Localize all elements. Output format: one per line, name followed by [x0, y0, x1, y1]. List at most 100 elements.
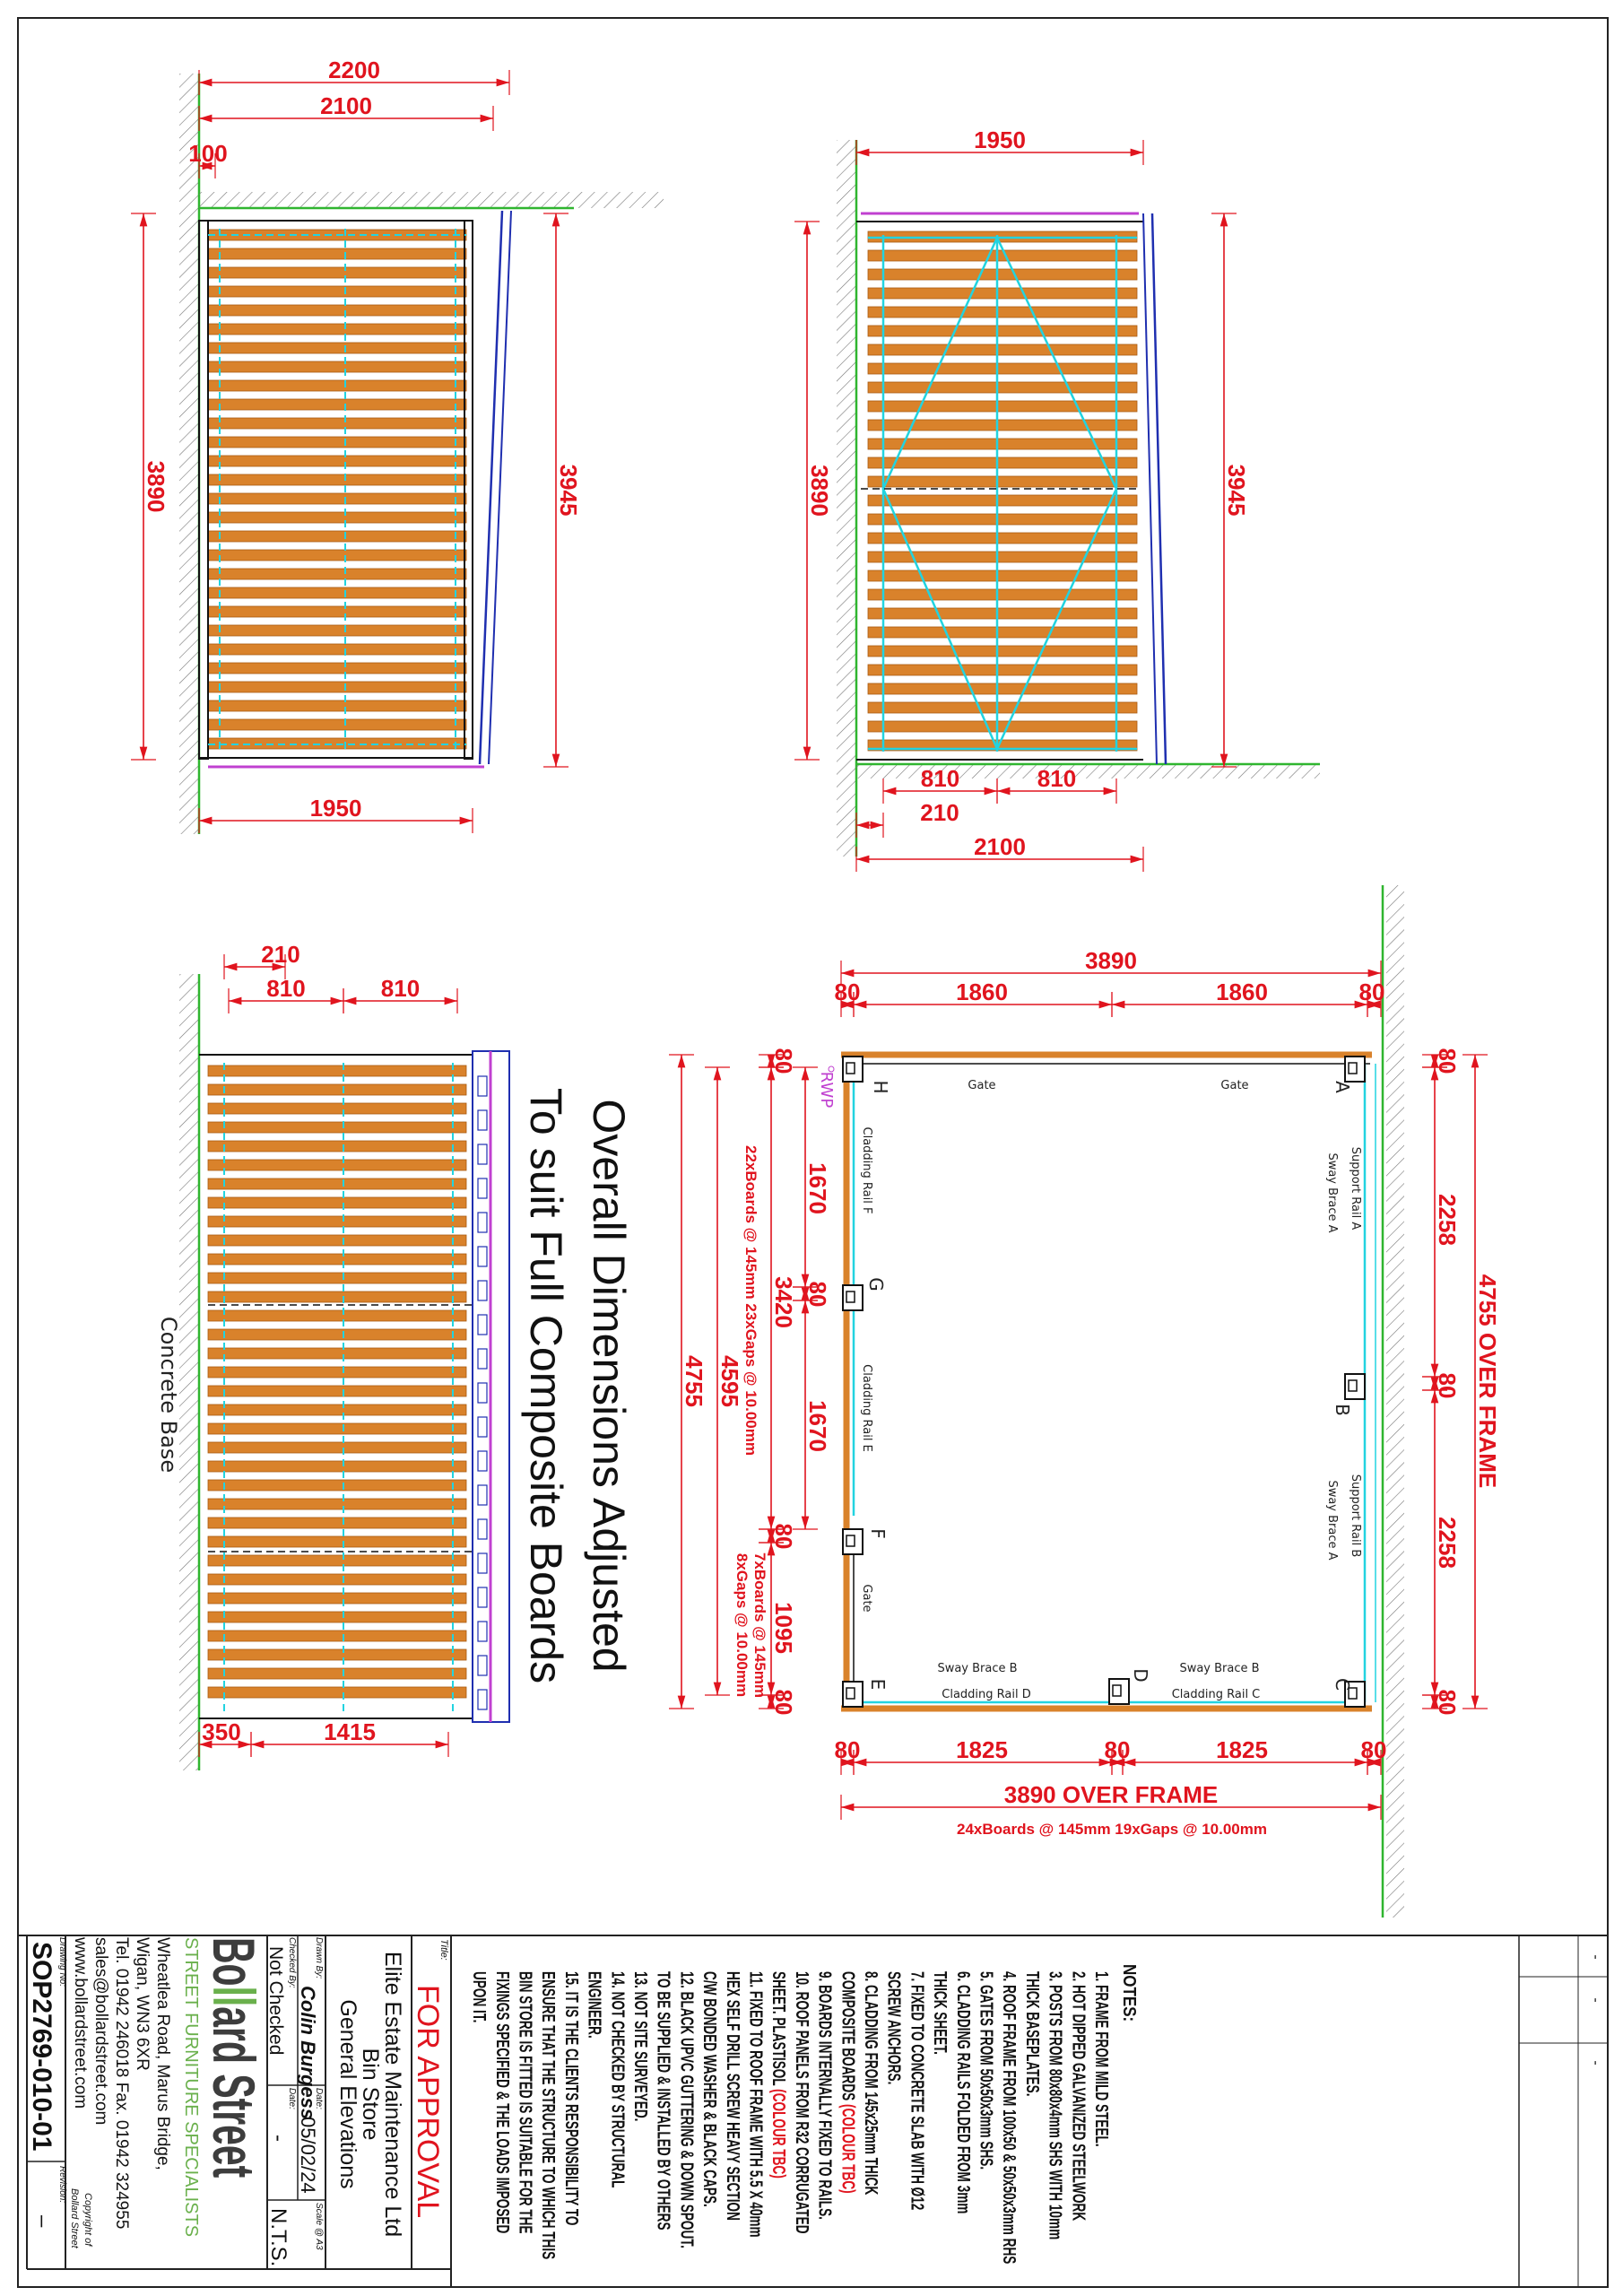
note-line: 6. CLADDING RAILS FOLDED FROM 3mm	[953, 1971, 973, 2213]
boards-note-gate: 7xBoards @ 145mm	[751, 1552, 768, 1698]
roof-sheet	[1142, 213, 1158, 765]
drawing-title: General Elevations	[335, 1999, 360, 2188]
dim-80-label: 80	[1434, 1373, 1461, 1399]
title-label: Title:	[438, 1939, 449, 1961]
drawing-no-label: Drawing No:	[57, 1937, 67, 1987]
revision-entry: -	[1588, 2060, 1603, 2065]
roof-sheet	[488, 210, 512, 765]
cladding-board	[867, 720, 1138, 733]
roof-bracket	[477, 1280, 488, 1301]
cladding-board	[867, 607, 1138, 620]
dim-1950-label: 1950	[974, 126, 1026, 153]
company-address-line: Tel. 01942 246018 Fax. 01942 324955	[112, 1937, 131, 2229]
cladding-board	[207, 1573, 467, 1586]
boards-note-left: 22xBoards @ 145mm 23xGaps @ 10.00mm	[742, 1145, 759, 1456]
cladding-board	[867, 344, 1138, 356]
dim-1095-label: 1095	[770, 1602, 797, 1654]
note-text: 4. ROOF FRAME FROM 100x50 & 50x50x3mm RH…	[1000, 1971, 1020, 2264]
cladding-board	[867, 362, 1138, 375]
note-line: ENGINEER.	[585, 1971, 604, 2039]
cladding-board	[207, 1065, 467, 1077]
wall-hatch	[837, 140, 856, 857]
note-text: TO BE SUPPLIED & INSTALLED BY OTHERS	[654, 1971, 673, 2231]
notes-heading: NOTES:	[1120, 1964, 1141, 2022]
dim-3945-label: 3945	[1223, 465, 1250, 517]
roof-bracket	[477, 1416, 488, 1438]
wall-hatch	[179, 74, 199, 834]
note-line: BIN STORE IS FITTED IS SUITABLE FOR THE	[516, 1971, 535, 2234]
scale-label: Scale @ A3	[314, 2203, 324, 2250]
dim-80-label: 80	[1105, 1736, 1131, 1763]
cladding-board	[207, 1630, 467, 1642]
cladding-board	[207, 549, 467, 561]
cladding-board	[867, 268, 1138, 281]
note-text: 9. BOARDS INTERNALLY FIXED TO RAILS.	[815, 1971, 835, 2220]
roof-bracket	[477, 1109, 488, 1131]
roof-bracket	[477, 1075, 488, 1097]
wall-hatch	[1386, 885, 1404, 1918]
dim-80-label: 80	[1434, 1690, 1461, 1716]
post-e-plate	[846, 1687, 855, 1700]
roof-bracket	[477, 1246, 488, 1267]
cladding-board	[207, 1592, 467, 1605]
post-letter-f: F	[867, 1528, 889, 1539]
cladding-board	[207, 1159, 467, 1171]
cladding-board	[207, 361, 467, 373]
copyright-label: Copyright of	[82, 2193, 93, 2247]
cladding-board	[867, 306, 1138, 318]
dim-80-label: 80	[1359, 978, 1385, 1005]
note-line: FIXINGS SPECIFIED & THE LOADS IMPOSED	[492, 1971, 512, 2233]
gate-label: Gate	[968, 1079, 995, 1092]
cladding-rail-e-label: Cladding Rail E	[860, 1364, 873, 1452]
cladding-board	[207, 624, 467, 637]
note-line: C/W BONDED WASHER & BLACK CAPS.	[699, 1971, 719, 2207]
gate-label: Gate	[860, 1584, 873, 1612]
post-a-plate	[1348, 1062, 1358, 1074]
dim-350-label: 350	[202, 1718, 240, 1745]
note-line: SHEET. PLASTISOL (COLOUR TBC)	[769, 1971, 789, 2179]
cladding-board	[207, 304, 467, 317]
cladding-rail-f-label: Cladding Rail F	[860, 1127, 873, 1214]
brand-tagline: STREET FURNITURE SPECIALISTS	[181, 1937, 201, 2237]
cladding-board	[207, 379, 467, 392]
company-address-line: Wheatlea Road, Marus Bridge,	[153, 1937, 172, 2170]
client-name: Elite Estate Maintenance Ltd	[380, 1952, 405, 2237]
note-text: SHEET. PLASTISOL	[769, 1971, 789, 2089]
cladding-board	[207, 342, 467, 354]
note-line: 11. FIXED TO ROOF FRAME WITH 5.5 X 40mm	[746, 1971, 766, 2238]
dim-2100-label: 2100	[974, 833, 1026, 860]
cladding-board	[207, 323, 467, 335]
copyright-owner: Bollard Street	[69, 2188, 80, 2249]
cladding-board	[207, 285, 467, 298]
status-for-approval: FOR APPROVAL	[411, 1985, 445, 2218]
cladding-board	[207, 1611, 467, 1623]
cladding-board	[207, 605, 467, 618]
cladding-board	[207, 1291, 467, 1303]
cladding-board	[207, 417, 467, 430]
cladding-board	[207, 1215, 467, 1228]
cladding-board	[207, 1667, 467, 1680]
cladding-board	[207, 436, 467, 448]
cladding-board	[207, 1102, 467, 1115]
post-letter-h: H	[870, 1080, 891, 1093]
roof-bracket	[477, 1450, 488, 1472]
note-text: 11. FIXED TO ROOF FRAME WITH 5.5 X 40mm	[746, 1971, 766, 2238]
cladding-board	[867, 626, 1138, 639]
logo-text: ll	[201, 1987, 268, 2007]
overall-note-line-1: Overall Dimensions Adjusted	[584, 1099, 634, 1672]
ground-hatch	[856, 764, 1320, 778]
post-letter-c: C	[1332, 1678, 1353, 1691]
post-letter-e: E	[867, 1679, 889, 1691]
cladding-board	[207, 511, 467, 524]
gate-label: Gate	[1220, 1079, 1248, 1092]
cladding-board	[207, 568, 467, 580]
cladding-board	[207, 1140, 467, 1152]
company-address-line: www.bollardstreet.com	[71, 1936, 90, 2109]
cladding-board	[867, 513, 1138, 526]
cladding-board	[867, 457, 1138, 469]
dim-80-label: 80	[1434, 1048, 1461, 1074]
cladding-board	[867, 551, 1138, 563]
dim-80-label: 80	[770, 1048, 797, 1074]
revision-label: Revision:	[57, 2166, 67, 2203]
